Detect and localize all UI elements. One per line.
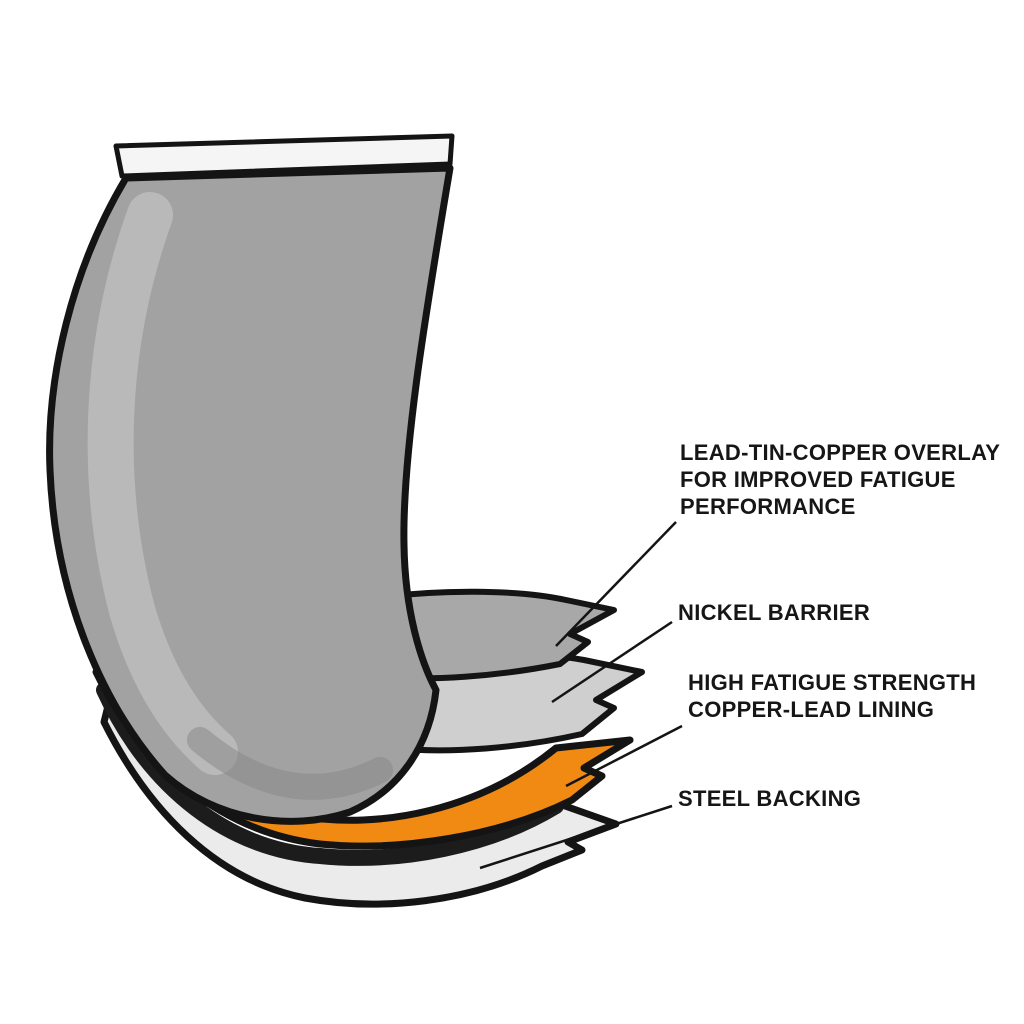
shell-inner-shadow xyxy=(187,727,393,800)
leader-line-steel xyxy=(479,804,673,870)
label-copper-lead-lining: HIGH FATIGUE STRENGTH COPPER-LEAD LINING xyxy=(688,670,977,722)
steel-copper-separation-band xyxy=(96,682,564,866)
leader-line-nickel xyxy=(551,620,673,704)
leader-line-overlay xyxy=(555,521,677,647)
shell-top-edge-face xyxy=(113,133,455,179)
label-steel-backing: STEEL BACKING xyxy=(678,786,862,811)
leader-line-copper-lead xyxy=(565,724,683,788)
shell-highlight xyxy=(87,192,238,775)
label-nickel-barrier: NICKEL BARRIER xyxy=(678,600,871,625)
label-lead-tin-copper-overlay: LEAD-TIN-COPPER OVERLAY FOR IMPROVED FAT… xyxy=(680,440,1001,519)
